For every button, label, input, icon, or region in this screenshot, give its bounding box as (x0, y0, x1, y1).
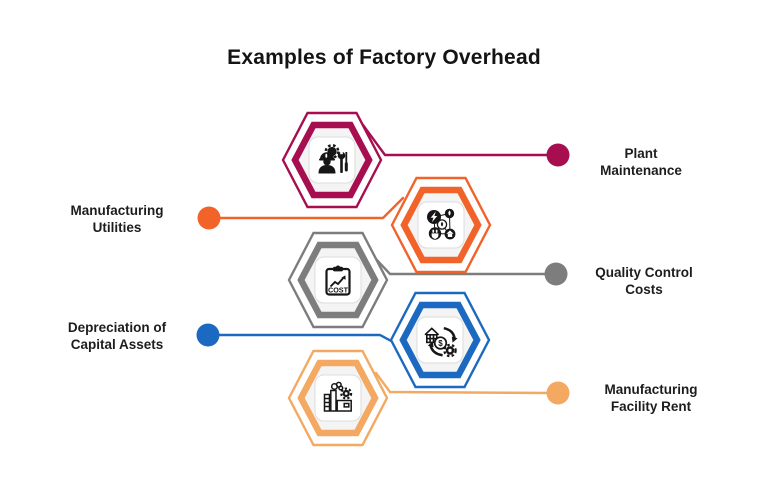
connector-manufacturing-utilities (197, 196, 405, 230)
connector-line (361, 123, 552, 157)
connector-dot (544, 262, 568, 286)
cost-icon-text: COST (328, 286, 349, 295)
connector-plant-maintenance (361, 123, 570, 167)
hexagon-depreciation: $ (389, 291, 491, 389)
cost-clipboard-icon: COST (325, 265, 351, 296)
label-line: Plant (624, 146, 658, 161)
label-line: Maintenance (600, 163, 682, 178)
utilities-icon (427, 208, 456, 240)
label-line: Depreciation of (67, 320, 167, 335)
label-line: Manufacturing (70, 203, 164, 218)
connector-line (373, 256, 550, 276)
label-line: Costs (625, 282, 663, 297)
icon-card (314, 374, 362, 422)
hexagon-facility-rent (287, 349, 389, 447)
label-quality-control-costs: Quality Control Costs (559, 264, 729, 298)
connector-quality-control (373, 256, 568, 286)
connector-depreciation (196, 323, 395, 347)
label-line: Facility Rent (610, 399, 692, 414)
connector-line (206, 333, 395, 344)
label-depreciation-capital-assets: Depreciation of Capital Assets (32, 319, 202, 353)
page-title: Examples of Factory Overhead (227, 46, 541, 69)
connector-dot (196, 323, 220, 347)
dollar-icon-text: $ (438, 339, 443, 348)
hexagon-quality-control: COST (287, 231, 389, 329)
hexagon-manufacturing-utilities (390, 176, 492, 274)
connector-dot (546, 143, 570, 167)
label-line: Manufacturing (604, 382, 698, 397)
label-manufacturing-utilities: Manufacturing Utilities (32, 202, 202, 236)
label-plant-maintenance: Plant Maintenance (556, 145, 726, 179)
connector-facility-rent (374, 371, 570, 405)
label-line: Capital Assets (70, 337, 164, 352)
label-line: Utilities (92, 220, 142, 235)
label-line: Quality Control (595, 265, 693, 280)
hexagon-plant-maintenance (281, 111, 383, 209)
connector-dot (197, 206, 221, 230)
connector-dot (546, 381, 570, 405)
label-manufacturing-facility-rent: Manufacturing Facility Rent (566, 381, 736, 415)
maintenance-worker-icon (318, 144, 348, 174)
asset-depreciation-icon: $ (424, 326, 458, 358)
connector-line (374, 371, 552, 395)
connector-line (207, 196, 405, 220)
